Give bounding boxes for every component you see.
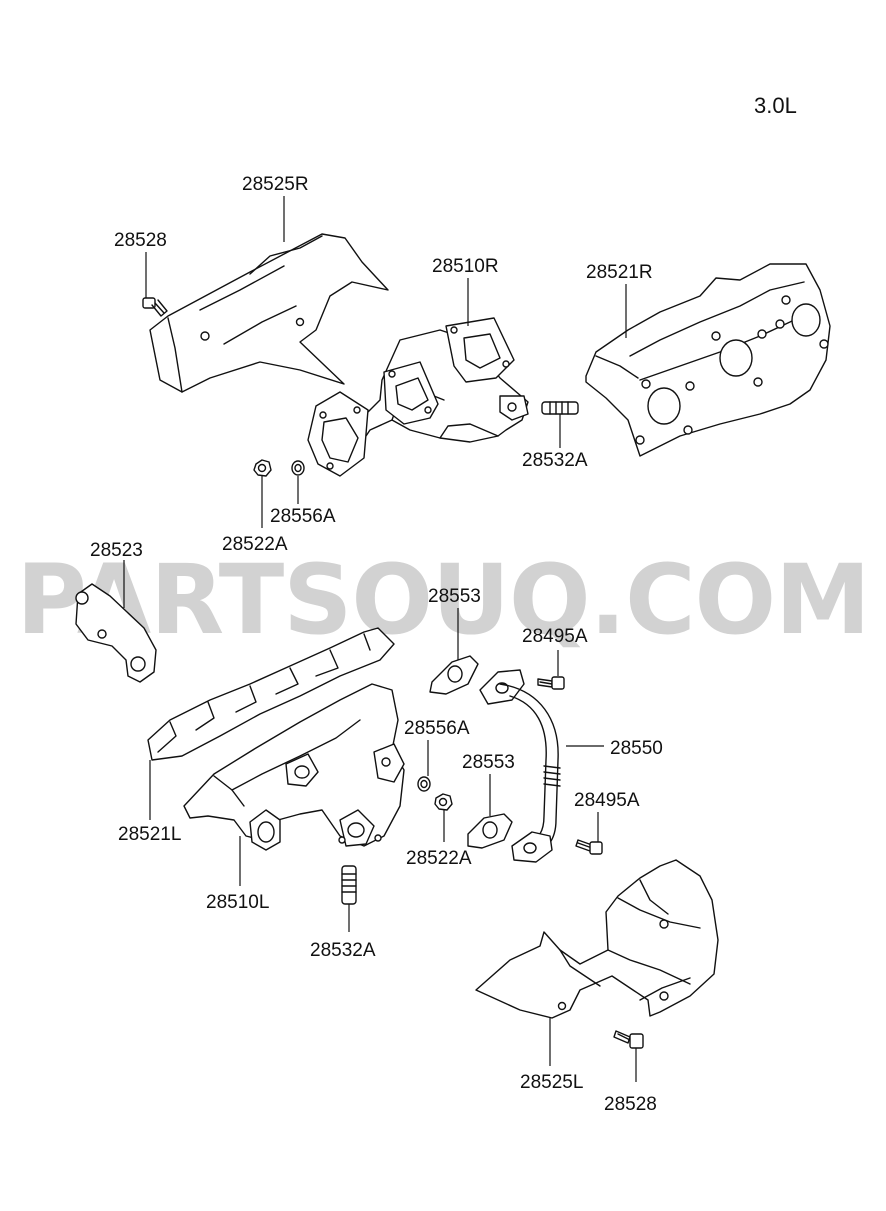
bolt-28495A-mid	[575, 839, 603, 855]
callout-28556A-top: 28556A	[270, 506, 336, 527]
nut-28522A-mid	[434, 793, 453, 811]
gasket-28553-mid	[467, 813, 513, 849]
callout-28510R: 28510R	[432, 256, 499, 277]
callout-28550: 28550	[610, 738, 663, 759]
callout-28495A-top: 28495A	[522, 626, 588, 647]
callout-28553-top: 28553	[428, 586, 481, 607]
heat-protector-28525L	[475, 859, 719, 1019]
callout-28522A-mid: 28522A	[406, 848, 472, 869]
heat-shield-gasket-28521R	[585, 263, 831, 457]
callout-28521R: 28521R	[586, 262, 653, 283]
callout-labels: 28525R 28528 28510R 28521R 28532A 28556A…	[90, 174, 663, 1115]
egr-pipe-28550	[479, 669, 561, 863]
callout-28532A-top: 28532A	[522, 450, 588, 471]
callout-28521L: 28521L	[118, 824, 181, 845]
bolt-28495A-top	[537, 676, 565, 690]
exhaust-manifold-28510L	[183, 683, 405, 851]
callout-28528-bottom: 28528	[604, 1094, 657, 1115]
bracket-28523	[75, 583, 157, 683]
washer-28556A-mid	[417, 776, 431, 792]
callout-28553-mid: 28553	[462, 752, 515, 773]
callout-28522A-top: 28522A	[222, 534, 288, 555]
nut-28522A-top	[253, 459, 272, 477]
engine-label: 3.0L	[754, 93, 797, 118]
callout-28525L: 28525L	[520, 1072, 583, 1093]
callout-28510L: 28510L	[206, 892, 269, 913]
heat-shield-28521L	[147, 627, 395, 761]
stud-28532A-top	[541, 401, 579, 415]
callout-28556A-mid: 28556A	[404, 718, 470, 739]
watermark: PARTSOUQ.COM	[16, 544, 870, 656]
heat-protector-28525R	[149, 233, 389, 393]
gasket-28553-top	[429, 655, 479, 695]
exhaust-manifold-28510R	[307, 317, 529, 477]
callout-28495A-mid: 28495A	[574, 790, 640, 811]
leader-lines	[123, 196, 637, 1082]
washer-28556A-top	[291, 460, 305, 476]
callout-28525R: 28525R	[242, 174, 309, 195]
bolt-28528-top	[142, 297, 168, 317]
callout-28532A-bottom: 28532A	[310, 940, 376, 961]
callout-28528-top: 28528	[114, 230, 167, 251]
stud-28532A-bottom	[341, 865, 357, 905]
bolt-28528-bottom	[613, 1030, 644, 1049]
callout-28523: 28523	[90, 540, 143, 561]
